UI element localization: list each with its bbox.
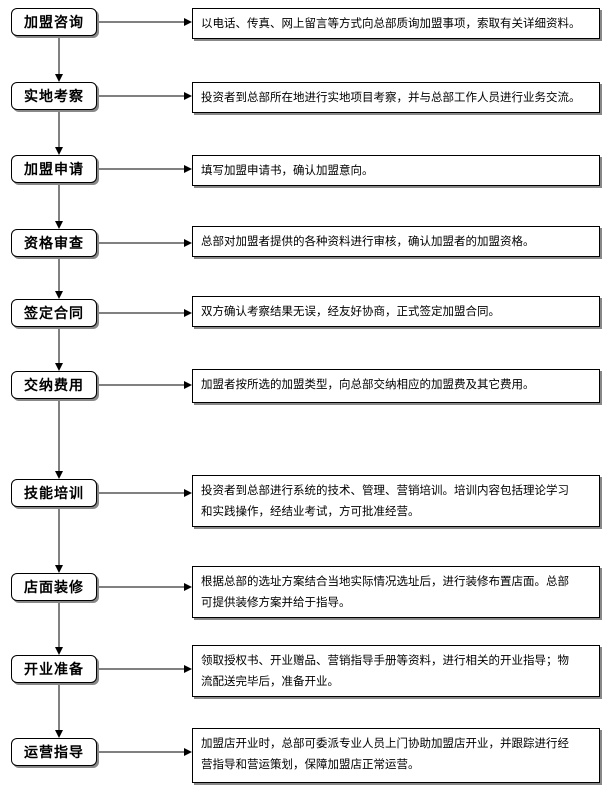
- step-description: 投资者到总部进行系统的技术、管理、营销培训。培训内容包括理论学习 和实践操作，经…: [192, 475, 600, 527]
- step-description: 以电话、传真、网上留言等方式向总部质询加盟事项，索取有关详细资料。: [192, 8, 600, 39]
- step-description: 双方确认考察结果无误，经友好协商，正式签定加盟合同。: [192, 296, 600, 327]
- step-box: 加盟咨询: [11, 8, 97, 36]
- step-box: 开业准备: [11, 655, 97, 683]
- step-box: 技能培训: [11, 479, 97, 507]
- step-description: 加盟店开业时，总部可委派专业人员上门协助加盟店开业，并跟踪进行经 营指导和营运策…: [192, 728, 600, 783]
- step-box: 交纳费用: [11, 371, 97, 399]
- step-description: 总部对加盟者提供的各种资料进行审核，确认加盟者的加盟资格。: [192, 226, 600, 257]
- step-description: 加盟者按所选的加盟类型，向总部交纳相应的加盟费及其它费用。: [192, 369, 600, 403]
- step-box: 资格审查: [11, 229, 97, 257]
- step-box: 店面装修: [11, 573, 97, 601]
- step-box: 签定合同: [11, 299, 97, 327]
- step-description: 投资者到总部所在地进行实地项目考察，并与总部工作人员进行业务交流。: [192, 82, 600, 113]
- step-description: 领取授权书、开业赠品、营销指导手册等资料，进行相关的开业指导；物 流配送完毕后，…: [192, 645, 600, 697]
- step-box: 实地考察: [11, 82, 97, 110]
- step-description: 填写加盟申请书，确认加盟意向。: [192, 155, 600, 186]
- step-box: 加盟申请: [11, 155, 97, 183]
- step-description: 根据总部的选址方案结合当地实际情况选址后，进行装修布置店面。总部 可提供装修方案…: [192, 566, 600, 618]
- step-box: 运营指导: [11, 738, 97, 766]
